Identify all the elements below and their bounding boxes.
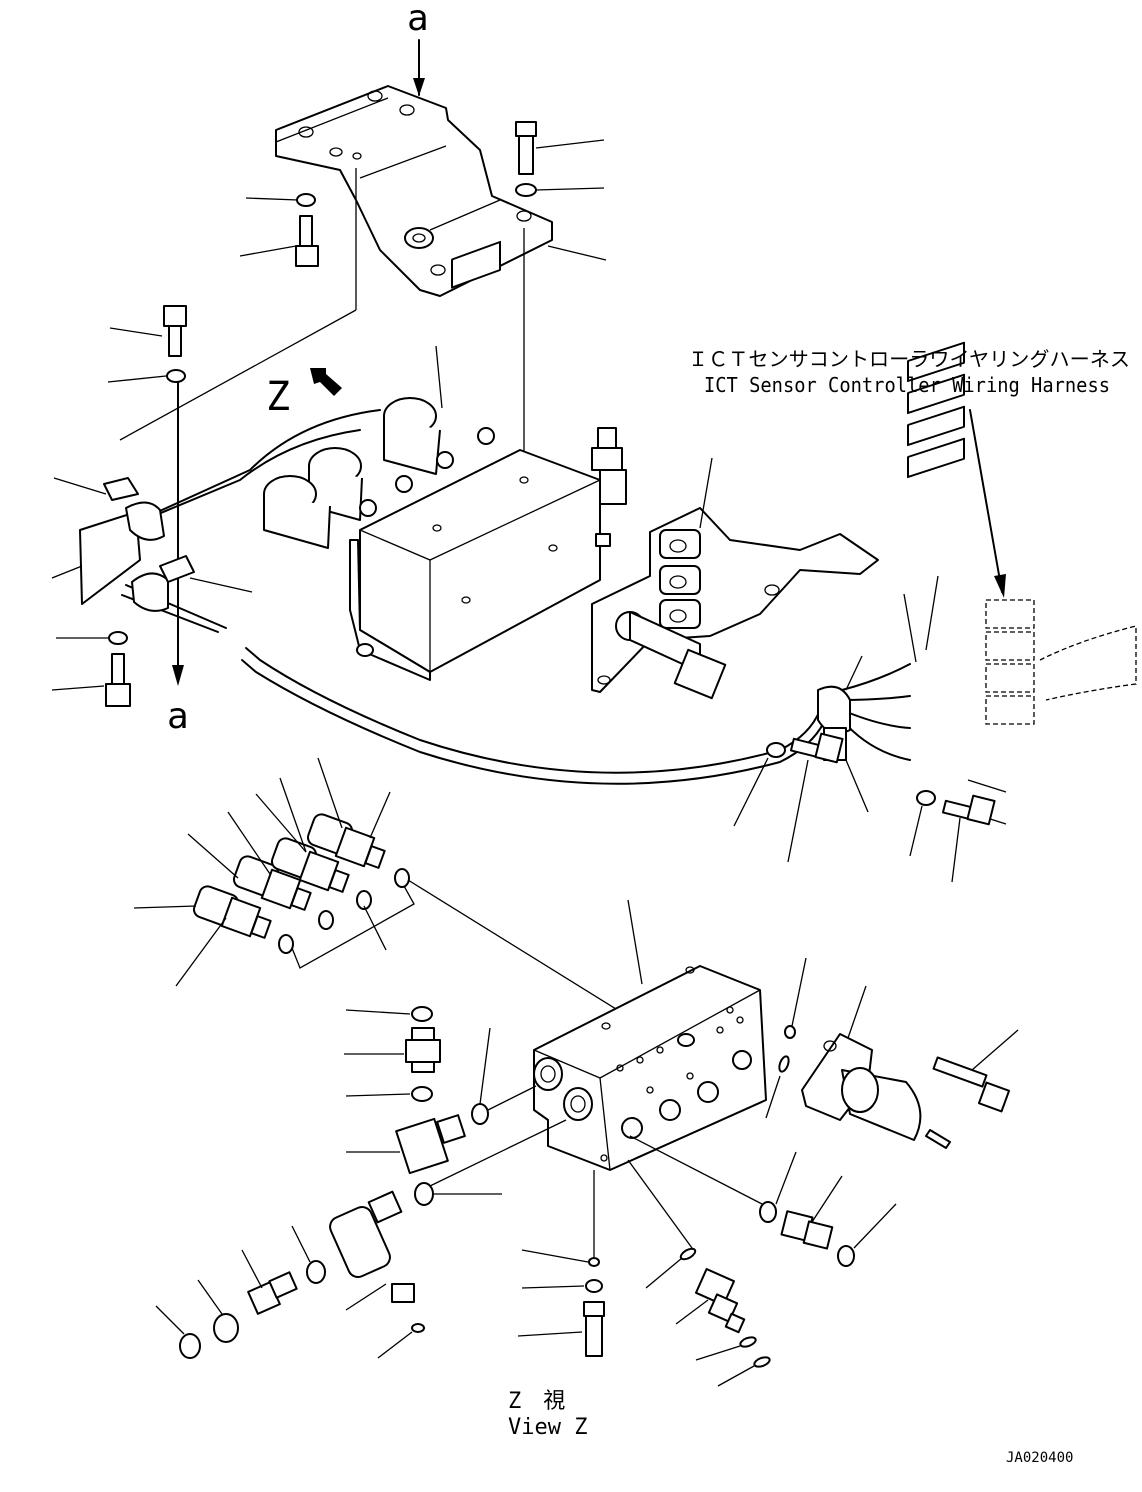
pressure-switch [232,855,312,911]
straight-fitting [247,1271,298,1315]
washer [916,790,936,806]
mounting-bracket [275,85,553,297]
o-ring [213,1313,239,1343]
o-ring [837,1245,855,1267]
plug-fitting [583,1301,605,1357]
arrowhead-down-icon [172,665,184,686]
o-ring [784,1025,796,1039]
view-z-arrow-icon [310,368,342,396]
o-ring [759,1201,777,1223]
view-marker-a-bottom: a [167,696,189,737]
harness-label-jp: ＩＣＴセンサコントローラワイヤリングハーネス [688,347,1130,371]
washer [515,183,537,197]
washer [108,631,128,645]
o-ring [585,1279,603,1293]
solenoid-coil [801,1033,951,1149]
wiring-harness-left [79,409,825,785]
o-ring [753,1356,771,1368]
view-caption-en: View Z [508,1415,587,1440]
o-ring [318,910,334,930]
mating-connector-phantom [985,599,1137,725]
harness-label-en: ICT Sensor Controller Wiring Harness [704,373,1110,397]
washer [166,369,186,383]
valve-manifold-block [533,965,767,1171]
elbow-fitting [329,1190,415,1303]
hex-bolt [295,215,319,267]
straight-fitting [780,1210,834,1250]
o-ring [679,1247,697,1261]
hex-bolt [163,305,187,357]
straight-fitting [695,1268,746,1334]
o-ring [278,934,294,954]
o-ring [411,1323,425,1333]
harness-connector-block [817,341,965,761]
washer [296,193,316,207]
arrowhead-down-icon [994,574,1006,598]
o-ring [414,1182,434,1206]
o-ring [739,1336,757,1348]
hex-bolt [941,794,996,826]
hex-bolt [515,121,537,175]
view-marker-a-top: a [407,0,429,39]
view-caption-jp: Z 視 [508,1389,565,1414]
o-ring [778,1055,790,1073]
o-ring [588,1257,600,1267]
o-ring [356,890,372,910]
drawing-number: JA020400 [1006,1450,1073,1466]
o-ring [411,1086,433,1102]
elbow-fitting [395,1114,466,1175]
o-ring [394,868,410,888]
arrowhead-down-icon [413,78,425,96]
o-ring [411,1006,433,1022]
o-ring [471,1103,489,1125]
relay-bracket [591,507,879,700]
o-ring [306,1260,326,1284]
view-marker-z: Z [266,374,290,420]
socket-head-bolt [932,1056,1011,1113]
pressure-switch [192,885,272,939]
o-ring [179,1333,201,1359]
solenoid-valve-assembly [263,240,627,681]
hex-bolt [789,732,844,764]
straight-fitting [405,1027,441,1073]
washer [766,742,786,758]
hex-bolt [105,653,131,707]
